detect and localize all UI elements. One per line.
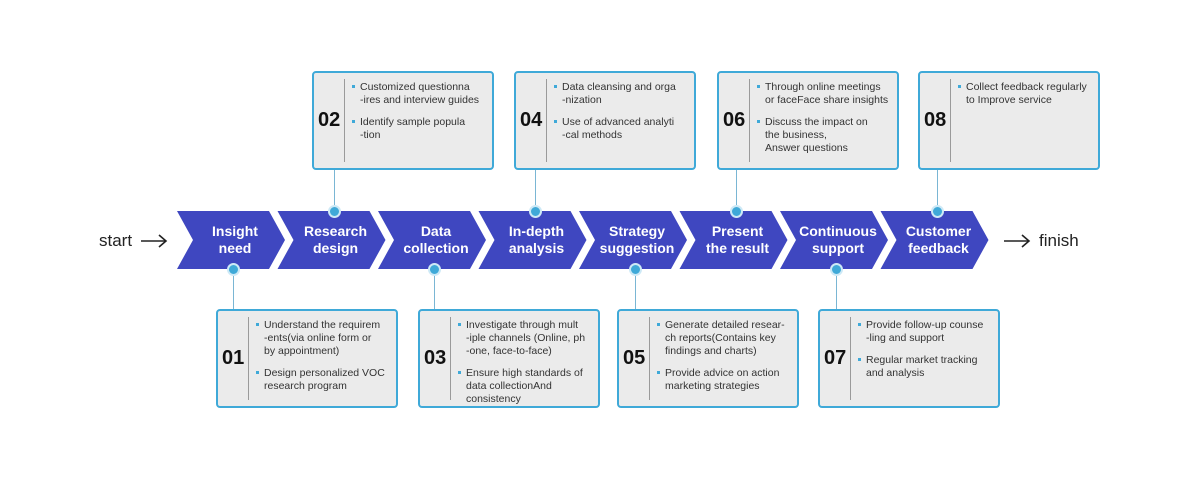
connector-node-icon [629,263,642,276]
step-chevron-7 [780,211,888,269]
step-chevron-6 [679,211,788,269]
connector-line [333,170,335,211]
card-divider [344,79,345,162]
bullet-icon [554,85,557,88]
step-card-01: 01 Understand the requirem -ents(via onli… [216,309,398,408]
step-label-5: Strategy suggestion [599,223,675,256]
start-label: start [99,231,133,250]
card-item: Ensure high standards of data collection… [458,367,592,406]
step-label-1: Insight need [212,223,258,256]
card-item: Customized questionna -ires and intervie… [352,81,486,107]
step-label-8: Customer feedback [905,223,972,256]
card-item-list: Collect feedback regularly to Improve se… [958,81,1092,116]
step-card-05: 05 Generate detailed resear- ch reports(C… [617,309,799,408]
card-item: Generate detailed resear- ch reports(Con… [657,319,791,358]
bullet-icon [458,371,461,374]
step-number: 02 [318,108,341,131]
connector-line [434,269,435,309]
step-label-6: Present the result [705,223,769,256]
bullet-icon [958,85,961,88]
bullet-icon [757,120,760,123]
connector-line [233,269,234,309]
step-card-07: 07 Provide follow-up counse -ling and sup… [818,309,1000,408]
card-item: Understand the requirem -ents(via online… [256,319,390,358]
step-card-03: 03 Investigate through mult -iple channel… [418,309,600,408]
connector-line [936,170,938,211]
card-item-list: Customized questionna -ires and intervie… [352,81,486,151]
step-chevron-1 [177,211,285,269]
finish-arrow-icon [1004,234,1031,248]
connector-line [635,269,636,309]
bullet-icon [657,371,660,374]
connector-node-icon [428,263,441,276]
connector-node-icon [930,205,944,218]
step-number: 04 [520,108,543,131]
step-card-08: 08 Collect feedback regularly to Improve … [918,71,1100,170]
bullet-icon [657,323,660,326]
card-item-list: Understand the requirem -ents(via online… [256,319,390,402]
card-divider [649,317,650,400]
card-item: Discuss the impact on the business, Answ… [757,116,891,155]
card-item: Through online meetings or faceFace shar… [757,81,891,107]
card-item: Design personalized VOC research program [256,367,390,393]
bullet-icon [858,358,861,361]
step-number: 05 [623,346,646,369]
step-label-2: Research design [303,223,368,256]
card-divider [950,79,951,162]
card-item-list: Through online meetings or faceFace shar… [757,81,891,164]
step-number: 08 [924,108,947,131]
step-label-3: Data collection [403,223,469,256]
card-item: Investigate through mult -iple channels … [458,319,592,358]
bullet-icon [256,323,259,326]
bullet-icon [858,323,861,326]
card-item-list: Provide follow-up counse -ling and suppo… [858,319,992,389]
card-item: Regular market tracking and analysis [858,354,992,380]
step-chevron-3 [378,211,486,269]
card-item: Use of advanced analyti -cal methods [554,116,688,142]
card-item: Identify sample popula -tion [352,116,486,142]
card-item-list: Generate detailed resear- ch reports(Con… [657,319,791,402]
card-divider [546,79,547,162]
connector-node-icon [327,205,341,218]
card-item: Provide follow-up counse -ling and suppo… [858,319,992,345]
step-chevron-8 [880,211,989,269]
card-divider [450,317,451,400]
step-chevron-4 [478,211,587,269]
connector-line [836,269,837,309]
step-label-4: In-depth analysis [508,223,565,256]
connector-node-icon [830,263,843,276]
connector-node-icon [528,205,542,218]
bullet-icon [256,371,259,374]
step-card-06: 06 Through online meetings or faceFace sh… [717,71,899,170]
step-card-02: 02 Customized questionna -ires and interv… [312,71,494,170]
card-item-list: Investigate through mult -iple channels … [458,319,592,415]
card-item: Data cleansing and orga -nization [554,81,688,107]
step-number: 01 [222,346,245,369]
connector-line [534,170,536,211]
connector-node-icon [227,263,240,276]
step-number: 03 [424,346,447,369]
card-divider [749,79,750,162]
card-divider [248,317,249,400]
card-divider [850,317,851,400]
bullet-icon [458,323,461,326]
step-number: 06 [723,108,746,131]
step-label-7: Continuous support [799,223,877,256]
bullet-icon [352,85,355,88]
step-chevron-5 [579,211,687,269]
bullet-icon [757,85,760,88]
connector-line [735,170,737,211]
card-item: Provide advice on action marketing strat… [657,367,791,393]
bullet-icon [352,120,355,123]
step-number: 07 [824,346,847,369]
card-item: Collect feedback regularly to Improve se… [958,81,1092,107]
bullet-icon [554,120,557,123]
finish-label: finish [1039,231,1079,250]
connector-node-icon [729,205,743,218]
step-chevron-2 [277,211,386,269]
start-arrow-icon [141,234,168,248]
